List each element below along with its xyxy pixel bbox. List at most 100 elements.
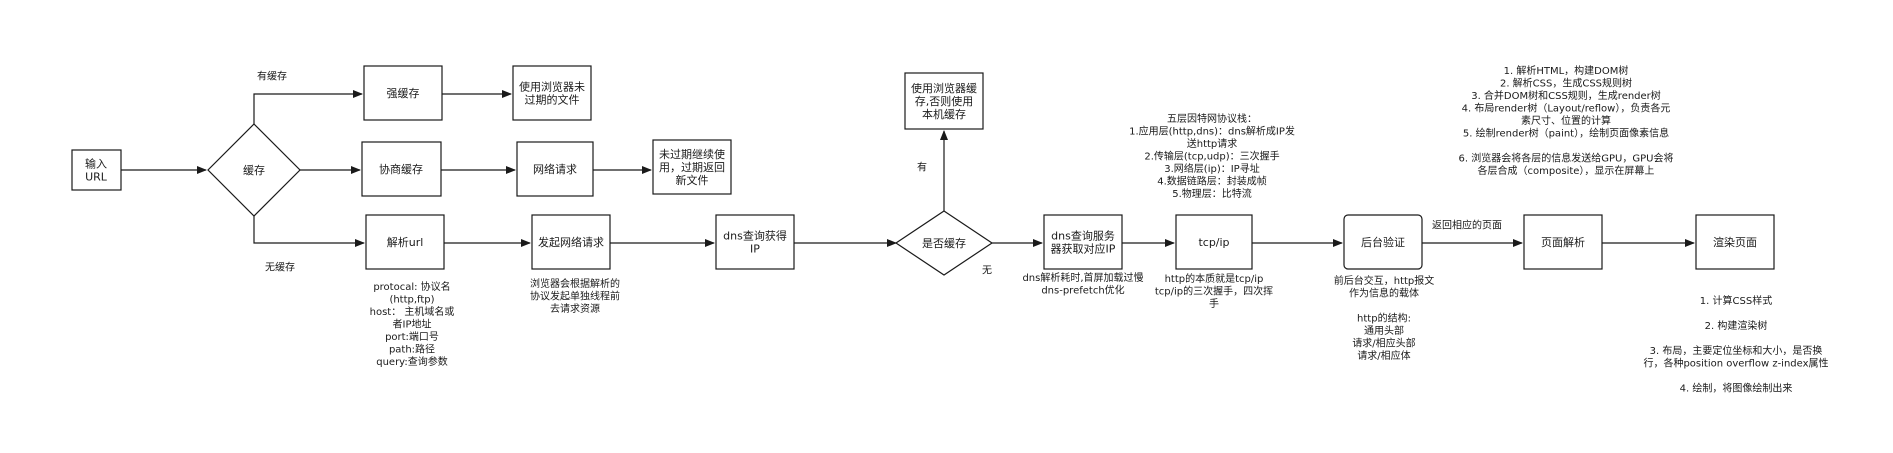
note-backend-line: 作为信息的载体	[1349, 287, 1419, 300]
node-browser-cache-box	[904, 72, 984, 130]
note-render-steps-line: 2. 构建渲染树	[1705, 319, 1768, 332]
node-strong-cache: 强缓存	[387, 86, 420, 100]
note-backend-line: 前后台交互，http报文	[1334, 274, 1435, 287]
note-parse-steps-line: 5. 绘制render树（paint），绘制页面像素信息	[1463, 127, 1669, 140]
note-dns-line: dns解析耗时,首屏加载过慢	[1022, 271, 1143, 284]
note-parse-steps-line: 4. 布局render树（Layout/reflow），负责各元	[1462, 102, 1671, 115]
note-dns-line: dns-prefetch优化	[1041, 284, 1124, 297]
node-render-page-line: 渲染页面	[1713, 235, 1757, 249]
node-browser-cache-line: 存,否则使用	[915, 94, 974, 108]
node-negotiate-cache-line: 协商缓存	[379, 162, 423, 176]
node-unexpired-continue-line: 未过期继续使	[659, 147, 725, 161]
node-input-url-box	[71, 149, 122, 191]
node-initiate-request-box	[531, 214, 611, 270]
node-dns-query-line: IP	[750, 242, 760, 255]
node-dns-query-box	[715, 214, 795, 270]
note-parse-steps-line: 各层合成（composite），显示在屏幕上	[1478, 164, 1655, 177]
node-unexpired-continue-line: 新文件	[676, 173, 709, 187]
note-osi-layers-line: 4.数据链路层：封装成帧	[1157, 175, 1267, 188]
node-page-parse-line: 页面解析	[1541, 235, 1585, 249]
node-page-parse-box	[1523, 214, 1603, 270]
node-unexpired-continue-line: 用，过期返回	[659, 161, 725, 174]
note-tcp-line: tcp/ip的三次握手，四次挥	[1155, 285, 1273, 298]
node-dns-query-line: dns查询获得	[723, 228, 787, 242]
note-render-steps-line: 行，各种position overflow z-index属性	[1643, 357, 1828, 370]
note-osi-layers-line: 2.传输层(tcp,udp)：三次握手	[1144, 150, 1279, 163]
edge-cache-to-parse	[253, 216, 365, 247]
node-input-url-line: URL	[85, 170, 108, 183]
note-backend-line: 请求/相应体	[1357, 349, 1410, 362]
node-tcp-ip-box	[1175, 214, 1253, 270]
note-url-parts-line: (http,ftp)	[389, 295, 434, 306]
note-render-steps-line: 1. 计算CSS样式	[1700, 294, 1772, 307]
node-tcp-ip: tcp/ip	[1198, 236, 1229, 249]
note-url-parts-line: query:查询参数	[376, 355, 448, 368]
node-dns-server-line: dns查询服务	[1051, 228, 1115, 242]
note-url-parts-line: 者IP地址	[393, 318, 432, 331]
node-is-cached-line: 是否缓存	[922, 236, 966, 250]
note-parse-steps-line: 3. 合并DOM树和CSS规则，生成render树	[1471, 89, 1661, 102]
node-unexpired-continue-box	[652, 139, 732, 195]
node-initiate-request: 发起网络请求	[538, 235, 604, 249]
note-parse-steps-line: 6. 浏览器会将各层的信息发送给GPU，GPU会将	[1459, 152, 1674, 165]
edge-label-has-cache: 有缓存	[257, 70, 287, 83]
node-dns-server-line: 器获取对应IP	[1051, 241, 1116, 255]
edges	[121, 90, 1695, 247]
node-network-request-line: 网络请求	[533, 162, 577, 176]
node-initiate-request-line: 发起网络请求	[538, 235, 604, 249]
node-strong-cache-box	[363, 65, 443, 121]
node-use-unexpired-box	[512, 65, 592, 121]
note-backend-line: http的结构:	[1357, 312, 1411, 325]
node-cache: 缓存	[243, 163, 265, 177]
note-tcp-line: http的本质就是tcp/ip	[1165, 272, 1264, 285]
node-render-page-box	[1695, 214, 1775, 270]
edge-label-yes: 有	[917, 161, 927, 174]
node-network-request: 网络请求	[533, 162, 577, 176]
note-parse-steps-line: 1. 解析HTML，构建DOM树	[1504, 64, 1629, 77]
node-browser-cache-line: 本机缓存	[922, 107, 966, 121]
note-request-line: 协议发起单独线程前	[530, 290, 620, 303]
node-dns-server-box	[1043, 214, 1123, 270]
note-url-parts-line: port:端口号	[385, 330, 439, 343]
node-negotiate-cache: 协商缓存	[379, 162, 423, 176]
node-backend-verify: 后台验证	[1361, 235, 1405, 249]
node-parse-url-box	[365, 214, 445, 270]
note-request-line: 去请求资源	[550, 302, 600, 315]
node-browser-cache-line: 使用浏览器缓	[911, 81, 977, 95]
node-negotiate-cache-box	[361, 141, 442, 197]
node-dns-server: dns查询服务器获取对应IP	[1051, 228, 1116, 255]
edge-labels: 有缓存 无缓存 有 无 返回相应的页面	[257, 70, 1502, 277]
note-osi-layers-line: 送http请求	[1187, 137, 1238, 150]
edge-cache-to-strong	[253, 90, 363, 124]
node-tcp-ip-line: tcp/ip	[1198, 236, 1229, 249]
note-request-line: 浏览器会根据解析的	[530, 277, 620, 290]
node-use-unexpired-line: 使用浏览器未	[519, 79, 585, 93]
edge-label-no-cache: 无缓存	[265, 261, 295, 274]
note-request: 浏览器会根据解析的协议发起单独线程前去请求资源	[530, 277, 620, 315]
note-osi-layers-line: 3.网络层(ip)：IP寻址	[1164, 162, 1259, 175]
node-parse-url-line: 解析url	[387, 235, 424, 249]
note-url-parts-line: path:路径	[389, 343, 435, 356]
note-render-steps: 1. 计算CSS样式 2. 构建渲染树 3. 布局，主要定位坐标和大小，是否换行，各…	[1643, 294, 1828, 395]
note-osi-layers: 五层因特网协议栈：1.应用层(http,dns)：dns解析成IP发送http请…	[1129, 112, 1295, 200]
note-osi-layers-line: 5.物理层：比特流	[1172, 187, 1252, 200]
note-render-steps-line: 3. 布局，主要定位坐标和大小，是否换	[1650, 344, 1823, 357]
node-use-unexpired: 使用浏览器未过期的文件	[519, 79, 585, 106]
note-backend-line: 请求/相应头部	[1352, 337, 1415, 350]
node-unexpired-continue: 未过期继续使用，过期返回新文件	[659, 147, 725, 187]
node-backend-verify-line: 后台验证	[1361, 235, 1405, 249]
note-osi-layers-line: 1.应用层(http,dns)：dns解析成IP发	[1129, 125, 1295, 138]
note-osi-layers-line: 五层因特网协议栈：	[1167, 112, 1257, 125]
node-cache-diamond	[207, 123, 301, 217]
edge-label-no: 无	[982, 266, 992, 277]
